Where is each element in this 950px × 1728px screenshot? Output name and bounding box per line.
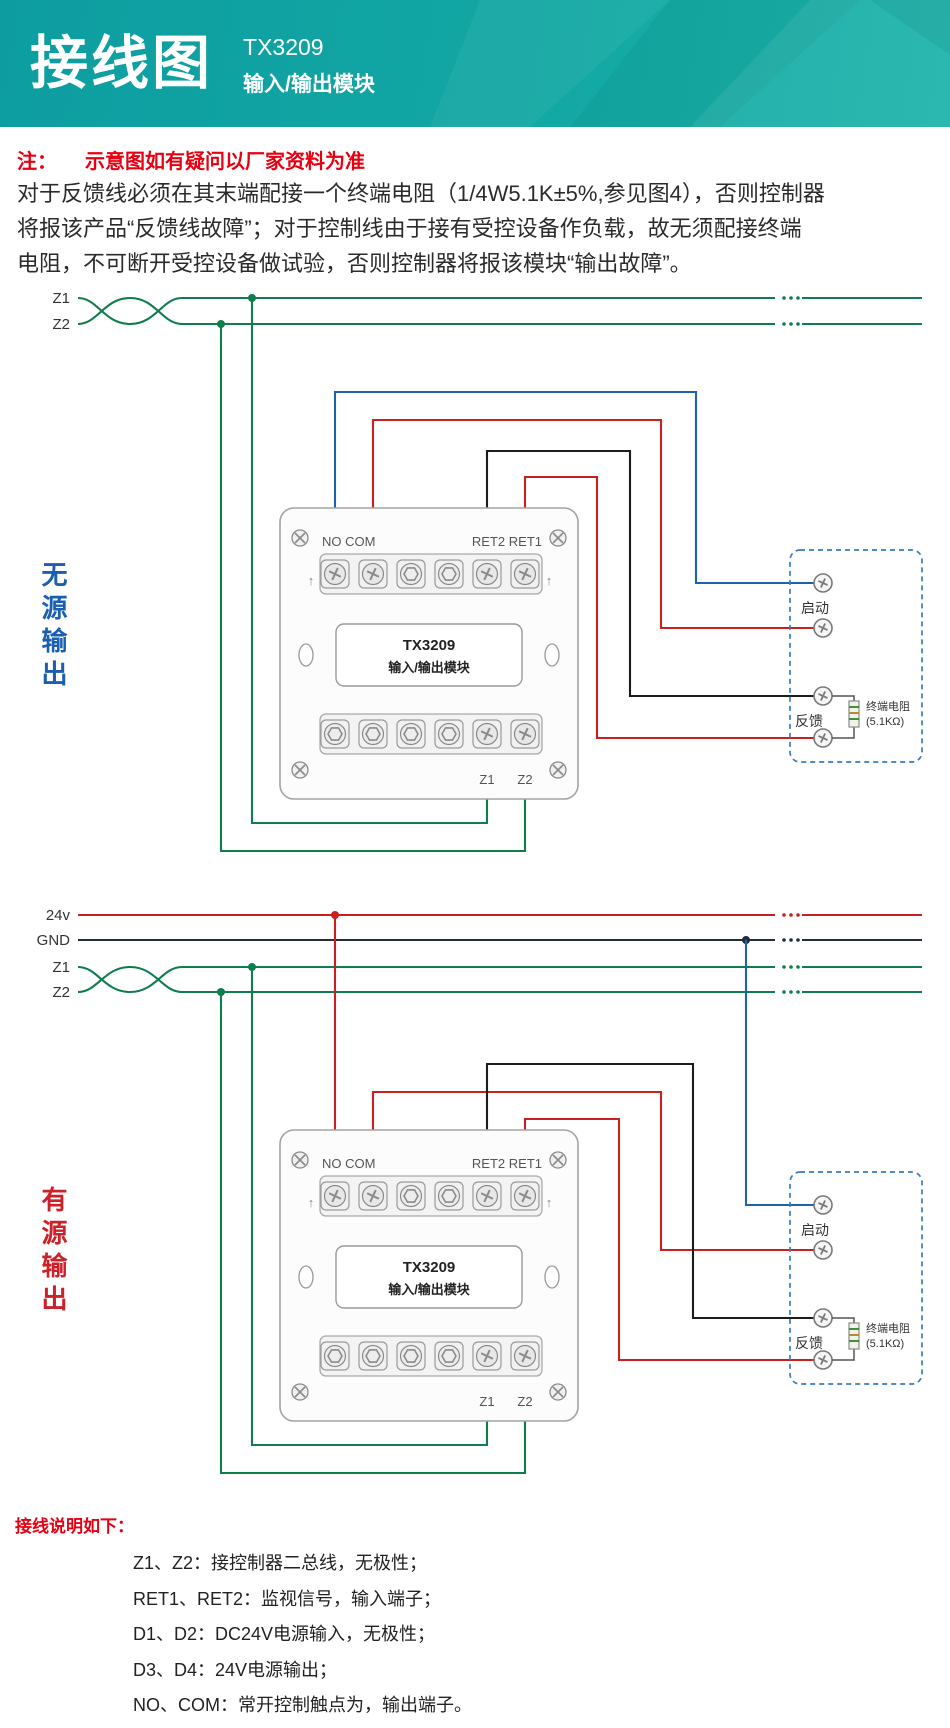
- header-subtitle: 输入/输出模块: [243, 72, 375, 96]
- legend-item: Z1、Z2：接控制器二总线，无极性；: [133, 1553, 428, 1573]
- bus-label-z1: Z1: [52, 290, 70, 307]
- active-diagram: 24v GND Z1 Z2: [37, 907, 922, 1475]
- bus-label-z1: Z1: [52, 959, 70, 976]
- page-title: 接线图: [30, 30, 214, 96]
- wire-no-to-start: [333, 390, 820, 585]
- intro-line: 对于反馈线必须在其末端配接一个终端电阻（1/4W5.1K±5%,参见图4），否则…: [17, 181, 825, 206]
- banner-decoration: [430, 0, 950, 127]
- legend-item: D3、D4：24V电源输出；: [133, 1659, 338, 1680]
- wire-gnd-to-start: [744, 940, 820, 1207]
- legend-item: RET1、RET2：监视信号，输入端子；: [133, 1588, 442, 1609]
- z2-bus-line: [77, 965, 775, 994]
- device-terminals-passive: [790, 550, 922, 762]
- bus-label-gnd: GND: [37, 932, 71, 949]
- z2-bus-line: [77, 296, 775, 326]
- module-passive: [280, 508, 578, 799]
- legend-list: Z1、Z2：接控制器二总线，无极性； RET1、RET2：监视信号，输入端子； …: [133, 1549, 472, 1727]
- passive-diagram: Z1 Z2: [52, 290, 922, 853]
- header-banner: 接线图 TX3209 输入/输出模块: [0, 0, 950, 127]
- bus-label-24v: 24v: [46, 907, 71, 924]
- wire-com-to-start: [371, 1090, 820, 1252]
- note-text: 示意图如有疑问以厂家资料为准: [85, 151, 365, 173]
- note-label: 注：: [17, 151, 57, 173]
- module-active: [280, 1130, 578, 1421]
- device-terminals-active: [790, 1172, 922, 1384]
- wire-ret2-to-feedback: [485, 1062, 820, 1320]
- intro-paragraph: 对于反馈线必须在其末端配接一个终端电阻（1/4W5.1K±5%,参见图4），否则…: [17, 176, 825, 281]
- bus-label-z2: Z2: [52, 316, 70, 333]
- intro-line: 电阻，不可断开受控设备做试验，否则控制器将报该模块“输出故障”。: [17, 251, 692, 276]
- z1-bus-line: [77, 296, 775, 326]
- legend-item: D1、D2：DC24V电源输入，无极性；: [133, 1624, 436, 1644]
- wire-ret2-to-feedback: [485, 449, 820, 698]
- legend-title: 接线说明如下：: [15, 1517, 134, 1536]
- wire-com-to-start: [371, 418, 820, 630]
- header-model: TX3209: [243, 33, 324, 60]
- z1-bus-line: [77, 965, 775, 994]
- intro-line: 将报该产品“反馈线故障”；对于控制线由于接有受控设备作负载，故无须配接终端: [17, 216, 802, 241]
- bus-label-z2: Z2: [52, 984, 70, 1001]
- note-line: 注： 示意图如有疑问以厂家资料为准: [17, 145, 365, 174]
- legend-item: NO、COM：常开控制触点为，输出端子。: [133, 1695, 472, 1715]
- section-label-passive: 无源输出: [38, 561, 68, 693]
- section-label-active: 有源输出: [38, 1186, 68, 1318]
